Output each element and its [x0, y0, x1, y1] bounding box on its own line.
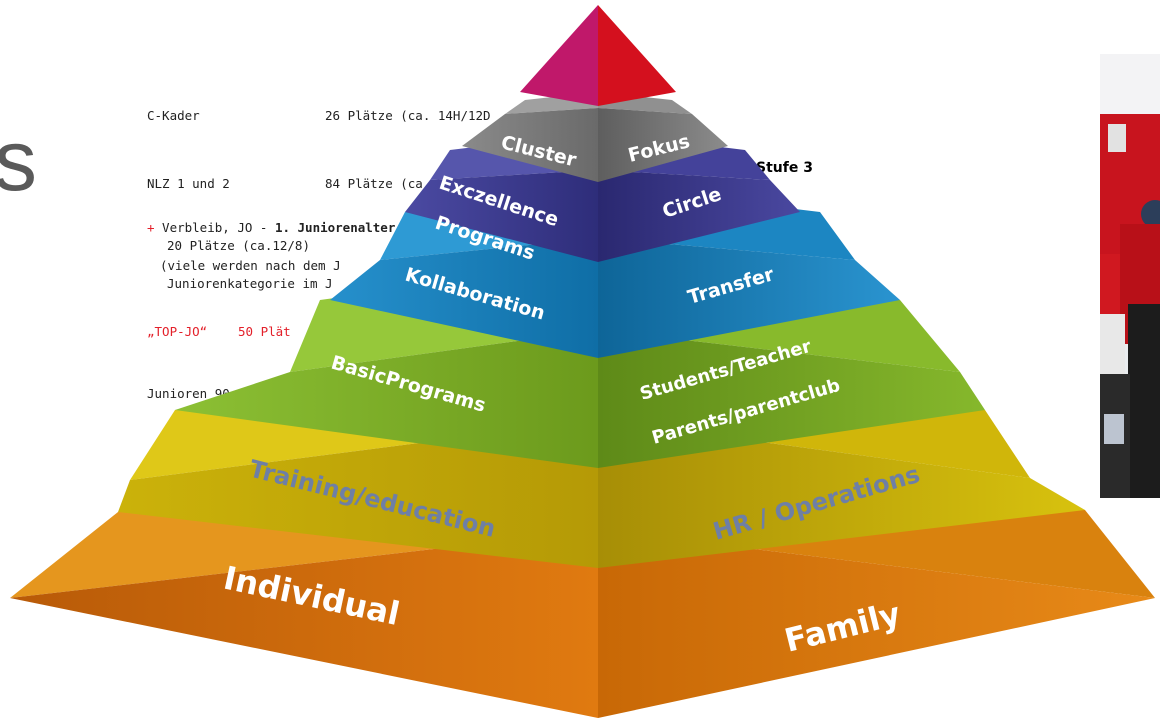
verbleib-prefix: Verbleib, JO -	[154, 220, 275, 235]
list-row-topjo: „TOP-JO“	[147, 324, 208, 339]
level-basic-right	[598, 330, 985, 468]
level-training-left	[118, 420, 598, 568]
level-individual-left	[10, 530, 598, 718]
apex-right	[598, 5, 676, 106]
list-row-name: NLZ 1 und 2	[147, 176, 230, 191]
level-basic-left	[175, 330, 598, 468]
verbleib-bold: 1. Juniorenalter	[274, 220, 396, 235]
list-row-line: 20 Plätze (ca.12/8)	[167, 238, 310, 253]
list-row-topjo-places: 50 Plät	[238, 324, 291, 339]
level-excellence-left	[405, 170, 598, 262]
apex-left	[520, 5, 598, 106]
skier-photo	[1100, 54, 1160, 498]
level-cluster-left	[462, 108, 598, 182]
list-row-name: C-Kader	[147, 108, 200, 123]
level-kollaboration-left	[330, 238, 598, 358]
level-cluster-right	[598, 108, 728, 182]
plus-mark: +	[147, 220, 155, 235]
list-row-verbleib: + Verbleib, JO - 1. Juniorenalter	[147, 220, 395, 235]
level-training-right	[598, 420, 1085, 568]
big-letter-fragment: s	[0, 113, 37, 209]
level-excellence-right	[598, 170, 800, 262]
stufe-label: Stufe 3	[756, 160, 813, 176]
list-row-places: 26 Plätze (ca. 14H/12D	[325, 108, 491, 123]
level-kollaboration-right	[598, 238, 900, 358]
list-row-line: (viele werden nach dem J	[160, 258, 341, 273]
level-individual-right	[598, 530, 1155, 718]
list-row-line: Juniorenkategorie im J	[167, 276, 333, 291]
skier-photo-image	[1100, 54, 1160, 498]
list-row-places: 84 Plätze (ca.	[325, 176, 431, 191]
